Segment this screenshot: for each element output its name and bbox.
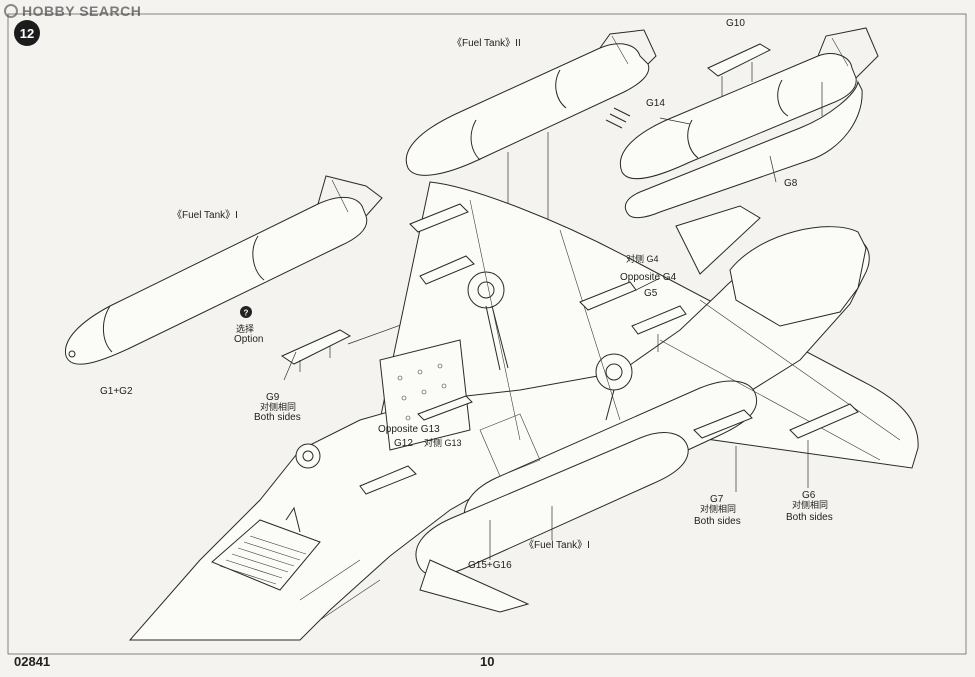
label-g9-both-en: Both sides: [254, 412, 301, 423]
label-g13-en: Opposite G13: [378, 424, 440, 435]
pylon-wing-upper: [409, 203, 475, 285]
pylon-g6: [789, 403, 859, 488]
label-g14: G14: [646, 98, 665, 109]
label-g12: G12: [394, 438, 413, 449]
label-fuel-tank-i-bottom: 《Fuel Tank》I: [524, 539, 590, 551]
page-number: 10: [480, 654, 495, 669]
label-g7-both-en: Both sides: [694, 516, 741, 527]
label-g9-both-cn: 对侧相同: [260, 401, 296, 412]
label-g15-g16: G15+G16: [468, 560, 512, 571]
pylon-g7: [693, 409, 753, 492]
pylon-g12: [359, 465, 417, 495]
page-frame: [7, 13, 967, 655]
label-g6-both-cn: 对侧相同: [792, 499, 828, 510]
logo-icon: [4, 4, 18, 18]
label-option-en: Option: [234, 334, 263, 345]
question-icon: ?: [240, 306, 252, 318]
pylon-g13: [417, 395, 473, 421]
label-g6: G6: [802, 490, 816, 501]
watermark-text: HOBBY SEARCH: [22, 3, 142, 19]
direction-arrow-icon: [605, 107, 631, 129]
callout-labels: 《Fuel Tank》II G10 G14 G8 《Fuel Tank》I G1…: [100, 18, 833, 571]
label-option-cn: 选择: [236, 323, 254, 334]
label-g8: G8: [784, 178, 798, 189]
fuel-tank-i-left: [64, 175, 383, 365]
label-g4-en: Opposite G4: [620, 272, 677, 283]
product-code: 02841: [14, 654, 51, 669]
label-g4-cn: 对侧 G4: [626, 253, 659, 264]
step-number-badge: 12: [14, 20, 40, 46]
pylon-g5: [631, 305, 687, 352]
label-g10: G10: [726, 18, 745, 29]
label-fuel-tank-i-top: 《Fuel Tank》I: [172, 209, 238, 221]
label-g6-both-en: Both sides: [786, 512, 833, 523]
label-fuel-tank-ii: 《Fuel Tank》II: [452, 37, 521, 49]
svg-text:?: ?: [244, 309, 249, 318]
leader-lines: [283, 117, 777, 560]
label-g7: G7: [710, 494, 724, 505]
fuel-tank-right: [619, 27, 879, 219]
label-g7-both-cn: 对侧相同: [700, 503, 736, 514]
fuel-tank-ii-upper: [405, 29, 657, 360]
pylon-g4: [579, 277, 661, 311]
label-g5: G5: [644, 288, 658, 299]
watermark: HOBBY SEARCH: [0, 0, 170, 22]
label-g13-cn: 对侧 G13: [424, 437, 462, 448]
label-g9: G9: [266, 392, 280, 403]
label-g1-g2: G1+G2: [100, 386, 133, 397]
